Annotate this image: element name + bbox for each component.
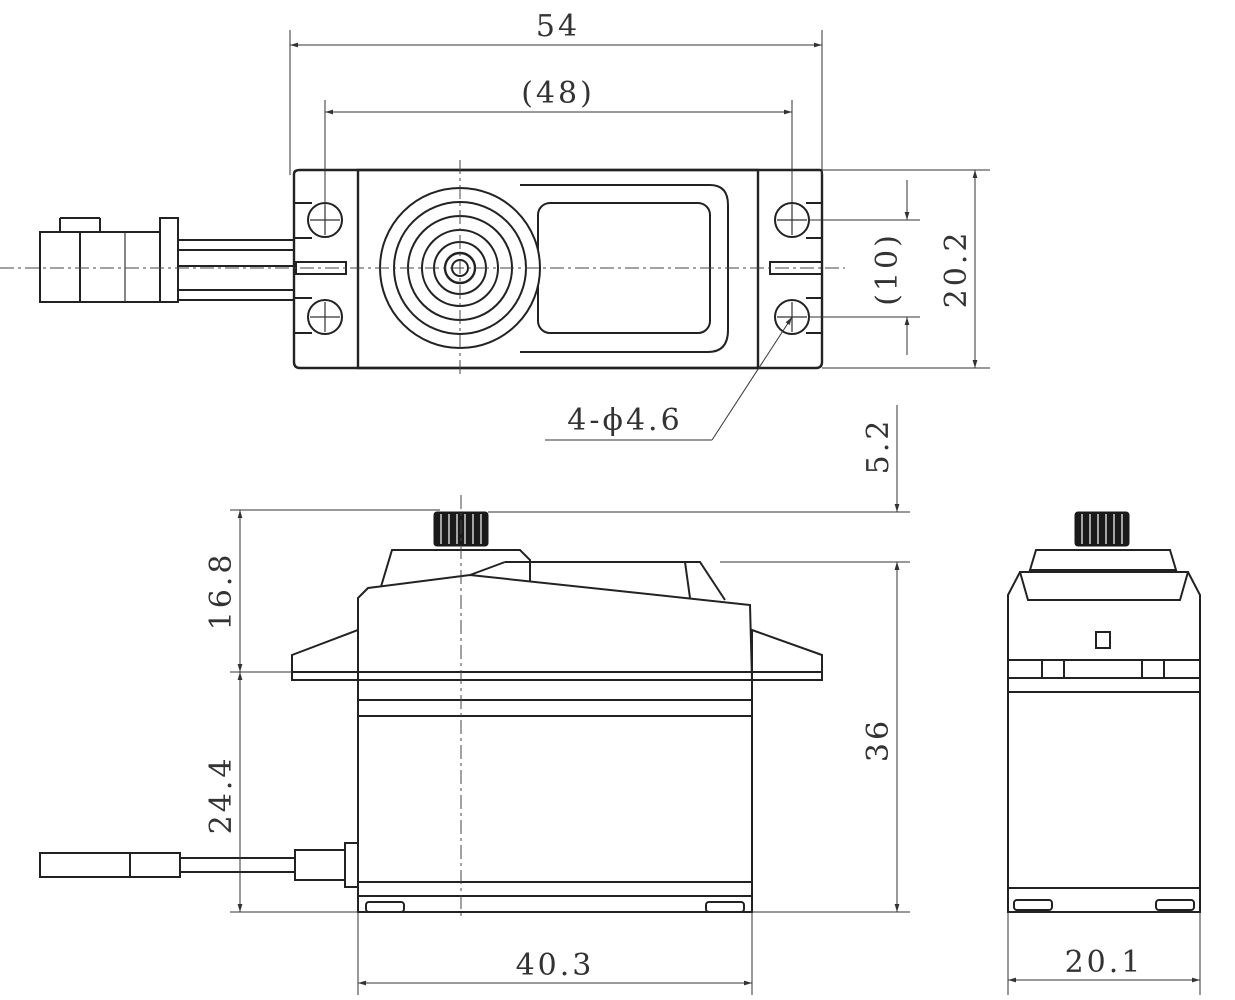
side-view: 20.1 [1007, 511, 1201, 995]
dim-horn-height: 5.2 [861, 418, 896, 475]
dim-lower-height: 24.4 [204, 756, 239, 835]
dim-hole-spacing: (10) [870, 232, 905, 306]
top-view: 54 (48) 20.2 (10) 4-ϕ4.6 [0, 9, 990, 441]
slot-right-upper [806, 202, 822, 239]
case-top [356, 168, 760, 370]
dim-top-height: 20.2 [939, 230, 974, 309]
lower-case [357, 679, 753, 913]
side-cap [1028, 549, 1178, 571]
connector-plug [39, 217, 179, 303]
side-upper [1007, 571, 1201, 661]
front-view: 5.2 36 16.8 24.4 40.3 [39, 405, 910, 995]
mounting-plate [292, 168, 824, 370]
slot-left-upper [294, 202, 312, 239]
side-lower [1007, 659, 1201, 913]
slot-left-lower [294, 297, 312, 334]
dim-top-width: 54 [536, 9, 580, 44]
dim-upper-height: 16.8 [204, 552, 239, 631]
upper-case [357, 573, 754, 681]
foot-left [365, 901, 405, 913]
servo-wires [178, 239, 295, 301]
dim-hole-pitch: (48) [521, 76, 595, 111]
dim-body-width: 20.1 [1065, 945, 1144, 980]
dim-total-height: 36 [861, 718, 896, 762]
front-cable [39, 842, 359, 888]
mount-hole-bl [307, 299, 343, 335]
dim-body-length: 40.3 [516, 948, 595, 983]
slot-right-lower [806, 297, 822, 334]
dim-holes: 4-ϕ4.6 [567, 403, 682, 438]
flange-right [751, 628, 823, 681]
side-spline-horn [1074, 511, 1130, 547]
foot-right [705, 901, 745, 913]
